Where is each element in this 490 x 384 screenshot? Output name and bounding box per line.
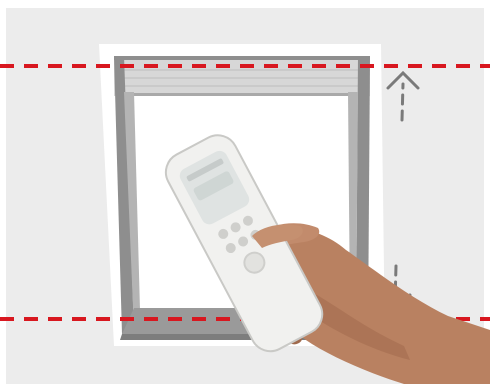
shutter-box bbox=[114, 56, 370, 96]
